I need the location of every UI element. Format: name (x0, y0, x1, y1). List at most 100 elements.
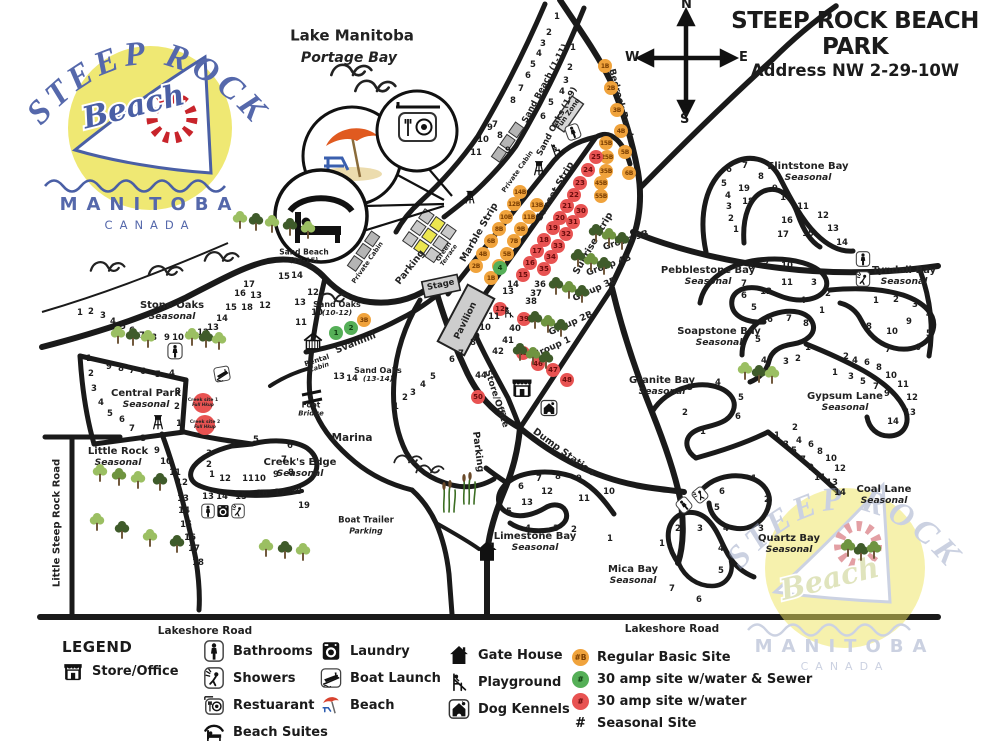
site-marker-4: 4 (723, 524, 729, 534)
site-marker-10: 10 (603, 487, 615, 497)
dog-kennels-icon (540, 399, 558, 417)
site-marker-6: 6 (525, 71, 531, 81)
site-marker-17: 17 (530, 244, 544, 258)
site-marker-1: 1 (819, 306, 825, 316)
creek-group-site-2 (195, 415, 215, 435)
site-marker-12b: 12B (507, 197, 521, 211)
site-marker-2: 2 (206, 460, 212, 470)
site-marker-14: 14 (346, 374, 358, 384)
site-marker-10: 10 (254, 474, 266, 484)
site-marker-5: 5 (755, 335, 761, 345)
boat-launch-icon (212, 364, 232, 384)
site-marker-9: 9 (273, 470, 279, 480)
site-marker-4: 4 (926, 310, 932, 320)
site-marker-45b: 45B (594, 176, 608, 190)
site-marker-12: 12 (834, 464, 846, 474)
site-marker-2b: 2B (469, 259, 483, 273)
tree-icon (91, 464, 110, 486)
site-marker-11: 11 (295, 318, 307, 328)
site-marker-10: 10 (160, 457, 172, 467)
tower-icon (462, 189, 478, 205)
site-marker-5: 5 (530, 60, 536, 70)
site-marker-10: 10 (311, 308, 323, 318)
bathrooms-icon (201, 504, 216, 519)
site-marker-1: 1 (329, 326, 343, 340)
site-marker-30: 30 (574, 204, 588, 218)
site-marker-8: 8 (803, 319, 809, 329)
site-marker-12: 12 (219, 474, 231, 484)
site-marker-9: 9 (808, 463, 814, 473)
site-marker-12: 12 (906, 393, 918, 403)
tree-icon (210, 332, 229, 354)
site-marker-5b: 5B (500, 247, 514, 261)
site-marker-16: 16 (781, 216, 793, 226)
laundry-icon (320, 640, 342, 662)
site-marker-8: 8 (288, 468, 294, 478)
site-marker-3: 3 (91, 384, 97, 394)
site-marker-7: 7 (492, 120, 498, 130)
tower-icon (149, 413, 167, 431)
site-marker-8: 8 (470, 338, 476, 348)
site-marker-47: 47 (546, 363, 560, 377)
site-marker-13: 13 (904, 408, 916, 418)
bathrooms-icon (203, 640, 225, 662)
site-type-label: Regular Basic Site (597, 650, 731, 665)
fun-zone-building (551, 95, 585, 133)
private-cabins-north (490, 121, 525, 163)
site-type-label: 30 amp site w/water (597, 694, 747, 709)
site-marker-1: 1 (570, 43, 576, 53)
site-marker-4b: 4B (476, 247, 490, 261)
site-marker-14: 14 (216, 314, 228, 324)
park-logo-watermark: STEEP ROCK Beach MANITOBA CANADA (720, 480, 965, 673)
site-marker-16: 16 (234, 289, 246, 299)
showers-icon (231, 504, 246, 519)
site-marker-1: 1 (607, 534, 613, 544)
site-marker-5: 5 (120, 322, 126, 332)
site-marker-8: 8 (118, 364, 124, 374)
showers-icon (203, 667, 225, 689)
site-marker-14: 14 (887, 417, 899, 427)
site-marker-3b: 3B (357, 313, 371, 327)
site-marker-4: 4 (559, 87, 565, 97)
tree-icon (537, 351, 556, 373)
legend-item-label: Dog Kennels (478, 701, 570, 717)
site-marker-2: 2 (825, 289, 831, 299)
site-marker-15: 15 (278, 272, 290, 282)
site-marker-4: 4 (800, 296, 806, 306)
site-marker-4: 4 (525, 524, 531, 534)
site-marker-35: 35 (537, 262, 551, 276)
site-marker-37: 37 (530, 289, 542, 299)
site-marker-8: 8 (758, 172, 764, 182)
site-marker-4: 4 (493, 261, 507, 275)
tree-icon (168, 535, 187, 557)
site-marker-10b: 10B (499, 210, 513, 224)
site-marker-15: 15 (516, 268, 530, 282)
site-marker-3: 3 (726, 202, 732, 212)
bathrooms-icon (167, 343, 184, 360)
site-marker-3: 3 (553, 524, 559, 534)
site-marker-7: 7 (536, 474, 542, 484)
legend-item-label: Showers (233, 670, 296, 686)
area-label-parking: Parking (393, 247, 428, 287)
dog-kennels-icon (448, 698, 470, 720)
cabin-icon (302, 330, 324, 352)
site-marker-16: 16 (256, 489, 268, 499)
area-label-lakeshore-road: Lakeshore Road (624, 622, 720, 635)
tree-icon (113, 521, 132, 543)
site-marker-13: 13 (294, 298, 306, 308)
legend-item-label: Boat Launch (350, 670, 441, 686)
site-marker-25: 25 (589, 150, 603, 164)
site-marker-2b: 2B (604, 81, 618, 95)
tree-icon (139, 330, 158, 352)
site-marker-1: 1 (209, 470, 215, 480)
site-marker-15: 15 (225, 303, 237, 313)
site-marker-48: 48 (560, 373, 574, 387)
boat-launch-icon (320, 667, 342, 689)
site-type-symbol: # (572, 693, 589, 710)
